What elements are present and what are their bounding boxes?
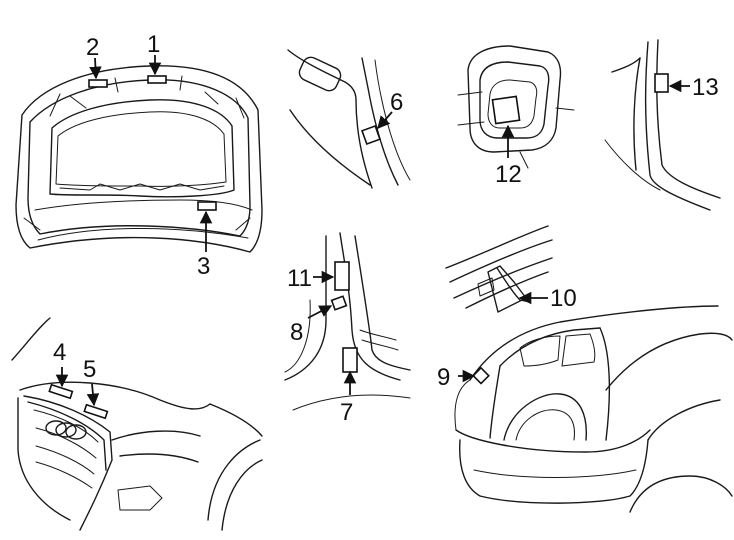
callout-13: 13 <box>692 74 719 101</box>
label-12-mark <box>491 95 521 125</box>
hood-view <box>15 65 263 253</box>
callout-3: 3 <box>197 253 210 280</box>
label-5-mark <box>83 403 109 420</box>
b-pillar-view <box>284 232 411 411</box>
callout-7: 7 <box>340 399 353 426</box>
label-6-mark <box>361 125 381 145</box>
label-1-mark <box>147 75 167 84</box>
label-7-mark <box>342 347 358 373</box>
callout-12: 12 <box>495 161 522 188</box>
rear-view <box>454 305 733 513</box>
label-3-mark <box>197 201 217 211</box>
callout-10: 10 <box>550 285 577 312</box>
callout-4: 4 <box>53 339 66 366</box>
callout-6: 6 <box>390 89 403 116</box>
label-13-mark <box>654 73 669 93</box>
label-2-mark <box>88 79 108 88</box>
label-4-mark <box>48 383 74 400</box>
label-11-mark <box>334 261 350 291</box>
callout-9: 9 <box>437 364 450 391</box>
callout-5: 5 <box>83 356 96 383</box>
callout-2: 2 <box>86 34 99 61</box>
pillar-view-13 <box>604 39 721 211</box>
front-view <box>11 317 263 531</box>
callout-1: 1 <box>147 31 160 58</box>
pillar-view-6 <box>287 49 411 189</box>
door-handle-view <box>445 225 553 313</box>
label-8-mark <box>330 295 348 311</box>
fuel-door-view <box>457 45 575 169</box>
callout-8: 8 <box>290 319 303 346</box>
callout-11: 11 <box>287 265 312 292</box>
label-9-mark <box>472 366 490 385</box>
